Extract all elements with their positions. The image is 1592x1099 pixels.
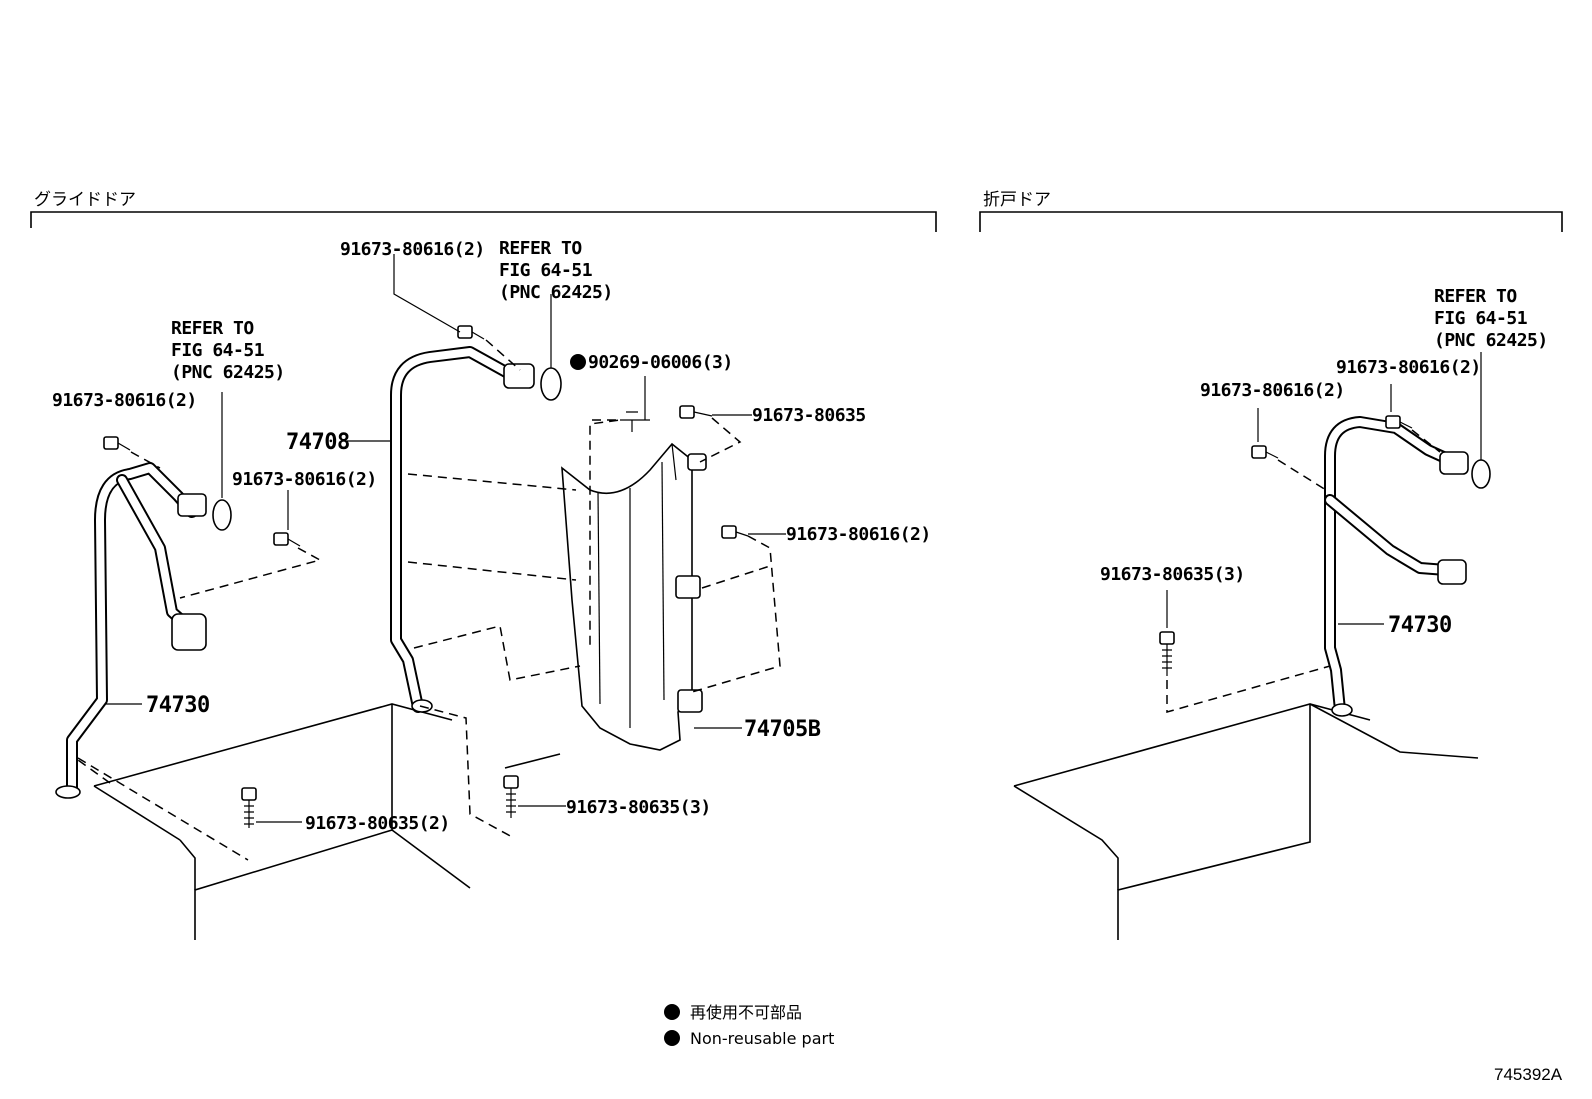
center-bolt-right-icon <box>721 525 749 539</box>
center-panel-label: 74705B <box>744 717 821 742</box>
right-handrail-tube <box>1324 416 1491 717</box>
right-tube-label: 74730 <box>1388 613 1452 638</box>
right-section-bracket <box>979 211 1563 232</box>
center-refer-line1: REFER TO <box>499 238 582 259</box>
right-bolt-top-left-label: 91673-80616(2) <box>1200 380 1345 401</box>
right-bolt-top-left-icon <box>1251 445 1279 459</box>
left-tube-label: 74730 <box>146 693 210 718</box>
left-floor-outline <box>93 703 561 940</box>
center-refer-line2: FIG 64-51 <box>499 260 592 281</box>
center-handrail-tube <box>390 346 562 713</box>
legend-marker-icon-2 <box>664 1030 680 1046</box>
center-bolt-bottom-icon <box>503 775 519 818</box>
left-handrail-tube <box>55 462 232 799</box>
left-flange-lower <box>171 613 207 651</box>
left-bolt-mid-icon <box>273 532 301 547</box>
right-flange-upper <box>1439 451 1469 475</box>
left-refer-line3: (PNC 62425) <box>171 362 285 383</box>
legend-ja-text: 再使用不可部品 <box>690 1003 802 1022</box>
left-refer-line1: REFER TO <box>171 318 254 339</box>
right-foot-plate <box>1331 703 1353 717</box>
right-bolt-bottom-icon <box>1159 631 1175 676</box>
left-flange-upper <box>177 493 207 517</box>
right-bolt-top-right-label: 91673-80616(2) <box>1336 357 1481 378</box>
legend-marker-icon <box>664 1004 680 1020</box>
non-reusable-marker-icon <box>570 354 586 370</box>
center-screw-label: 91673-80635 <box>752 405 866 426</box>
center-cover-panel <box>561 442 707 751</box>
center-tube-label: 74708 <box>286 430 350 455</box>
right-section-title: 折戸ドア <box>983 190 1051 210</box>
left-bolt-top-icon <box>103 436 131 451</box>
left-bolt-top-label: 91673-80616(2) <box>52 390 197 411</box>
left-refer-line2: FIG 64-51 <box>171 340 264 361</box>
left-section-bracket <box>30 211 937 232</box>
left-bolt-bottom-label: 91673-80635(2) <box>305 813 450 834</box>
figure-id: 745392A <box>1494 1065 1563 1084</box>
center-bolt-bottom-label: 91673-80635(3) <box>566 797 711 818</box>
legend-en-text: Non-reusable part <box>690 1029 834 1048</box>
center-screw-icon <box>679 405 713 419</box>
right-bolt-top-right-icon <box>1385 415 1413 429</box>
left-bolt-bottom-icon <box>241 787 257 828</box>
right-refer-line2: FIG 64-51 <box>1434 308 1527 329</box>
left-grommet-upper <box>212 499 232 531</box>
center-clip-label: 90269-06006(3) <box>588 352 733 373</box>
right-floor-outline <box>1013 703 1479 940</box>
legend: 再使用不可部品 Non-reusable part <box>664 1003 834 1048</box>
panel-bracket-low <box>677 689 703 713</box>
left-section-title: グライドドア <box>34 190 136 210</box>
center-bolt-top-label: 91673-80616(2) <box>340 239 485 260</box>
center-bolt-top-icon <box>457 325 485 340</box>
right-refer-line1: REFER TO <box>1434 286 1517 307</box>
left-foot-plate <box>55 785 81 799</box>
center-flange <box>503 363 535 389</box>
right-refer-line3: (PNC 62425) <box>1434 330 1548 351</box>
panel-bracket-top <box>687 453 707 471</box>
center-bolt-right-label: 91673-80616(2) <box>786 524 931 545</box>
left-bolt-mid-label: 91673-80616(2) <box>232 469 377 490</box>
right-flange-lower <box>1437 559 1467 585</box>
panel-bracket-mid <box>675 575 701 599</box>
right-bolt-bottom-label: 91673-80635(3) <box>1100 564 1245 585</box>
center-refer-line3: (PNC 62425) <box>499 282 613 303</box>
center-grommet <box>540 367 562 401</box>
right-grommet <box>1471 459 1491 489</box>
